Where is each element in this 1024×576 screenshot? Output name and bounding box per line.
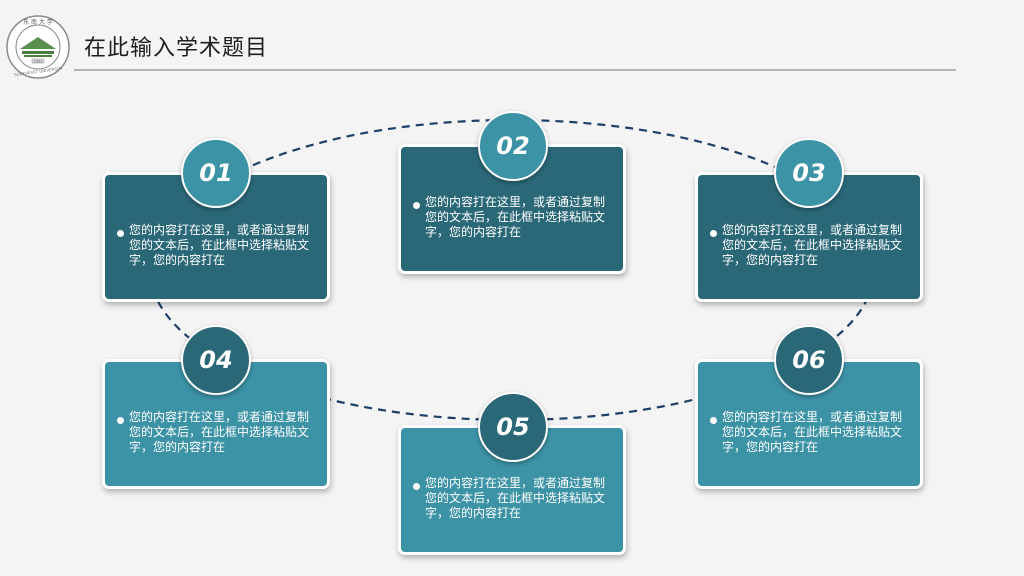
step-text-04: 您的内容打在这里，或者通过复制您的文本后，在此框中选择粘贴文字，您的内容打在 bbox=[129, 410, 310, 454]
step-badge-06: 06 bbox=[774, 325, 844, 395]
step-text-05: 您的内容打在这里，或者通过复制您的文本后，在此框中选择粘贴文字，您的内容打在 bbox=[425, 476, 606, 520]
bullet-icon bbox=[413, 483, 420, 490]
bullet-icon bbox=[710, 417, 717, 424]
bullet-icon bbox=[117, 417, 124, 424]
step-text-06: 您的内容打在这里，或者通过复制您的文本后，在此框中选择粘贴文字，您的内容打在 bbox=[722, 410, 903, 454]
svg-text:东 南 大 学: 东 南 大 学 bbox=[23, 18, 53, 26]
title-divider bbox=[74, 69, 956, 71]
step-badge-03: 03 bbox=[774, 138, 844, 208]
step-badge-05: 05 bbox=[478, 392, 548, 462]
step-badge-02: 02 bbox=[478, 111, 548, 181]
step-text-01: 您的内容打在这里，或者通过复制您的文本后，在此框中选择粘贴文字，您的内容打在 bbox=[129, 223, 310, 267]
svg-text:1902: 1902 bbox=[33, 59, 42, 63]
step-text-03: 您的内容打在这里，或者通过复制您的文本后，在此框中选择粘贴文字，您的内容打在 bbox=[722, 223, 903, 267]
svg-text:SOUTHEAST UNIVERSITY: SOUTHEAST UNIVERSITY bbox=[14, 65, 64, 77]
step-badge-01: 01 bbox=[181, 138, 251, 208]
step-badge-04: 04 bbox=[181, 325, 251, 395]
bullet-icon bbox=[117, 230, 124, 237]
bullet-icon bbox=[413, 202, 420, 209]
step-card-01: 您的内容打在这里，或者通过复制您的文本后，在此框中选择粘贴文字，您的内容打在 bbox=[105, 175, 327, 299]
university-seal-icon: 东 南 大 学 1902 SOUTHEAST UNIVERSITY bbox=[6, 15, 70, 79]
page-title: 在此输入学术题目 bbox=[84, 36, 269, 61]
bullet-icon bbox=[710, 230, 717, 237]
step-text-02: 您的内容打在这里，或者通过复制您的文本后，在此框中选择粘贴文字，您的内容打在 bbox=[425, 195, 606, 239]
